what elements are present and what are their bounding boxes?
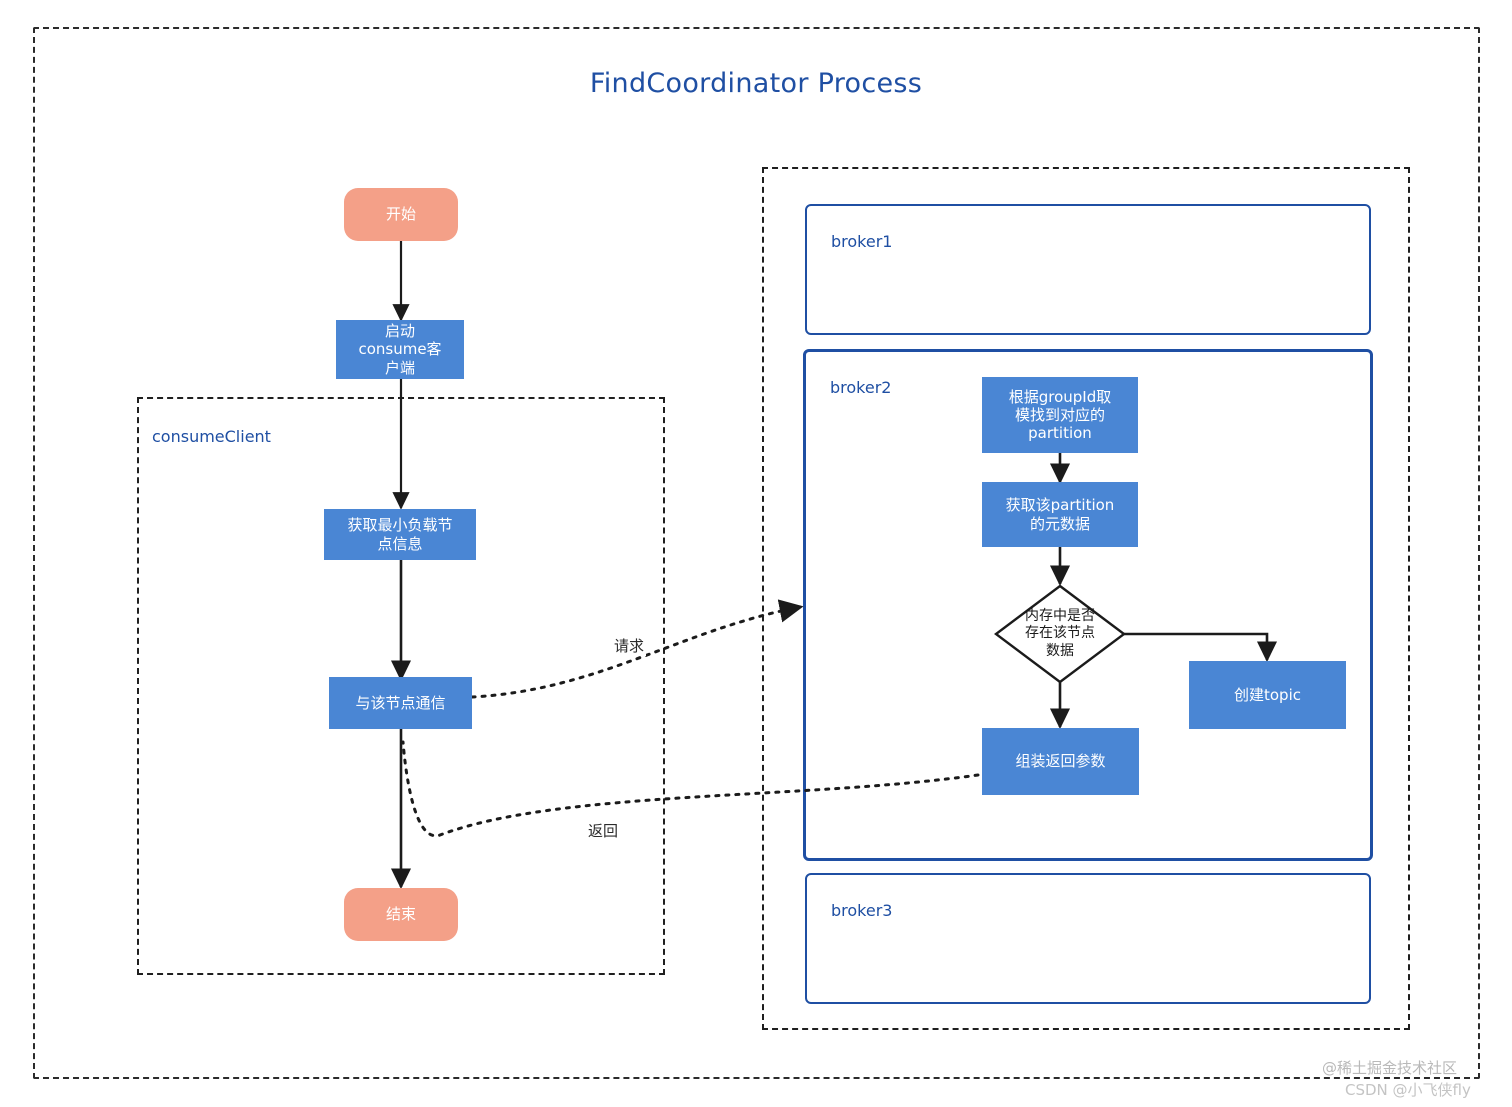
cluster-label-consume-client: consumeClient: [152, 427, 271, 446]
node-get-least-loaded-node[interactable]: 获取最小负载节 点信息: [324, 509, 476, 560]
broker1-container: broker1: [805, 204, 1371, 335]
broker3-container: broker3: [805, 873, 1371, 1004]
broker3-label: broker3: [831, 901, 893, 920]
cluster-brokers: [762, 167, 1410, 1030]
node-create-topic[interactable]: 创建topic: [1189, 661, 1346, 729]
node-end[interactable]: 结束: [344, 888, 458, 941]
edge-label-request: 请求: [612, 635, 647, 656]
page-title: FindCoordinator Process: [589, 68, 923, 99]
watermark-csdn: CSDN @小飞侠fly: [1345, 1081, 1471, 1099]
node-memory-check[interactable]: 内存中是否 存在该节点 数据: [1025, 608, 1095, 659]
node-mod-groupid[interactable]: 根据groupId取 模找到对应的 partition: [982, 377, 1138, 453]
node-get-partition-meta[interactable]: 获取该partition 的元数据: [982, 482, 1138, 547]
outer-frame: [33, 27, 1480, 1079]
broker2-label: broker2: [830, 378, 892, 397]
watermark-juejin: @稀土掘金技术社区: [1322, 1059, 1458, 1077]
broker1-label: broker1: [831, 232, 893, 251]
node-launch-consumer[interactable]: 启动 consume客 户端: [336, 320, 464, 379]
node-assemble-response[interactable]: 组装返回参数: [982, 728, 1139, 795]
edge-label-response: 返回: [586, 820, 621, 841]
node-communicate-with-node[interactable]: 与该节点通信: [329, 677, 472, 729]
node-start[interactable]: 开始: [344, 188, 458, 241]
